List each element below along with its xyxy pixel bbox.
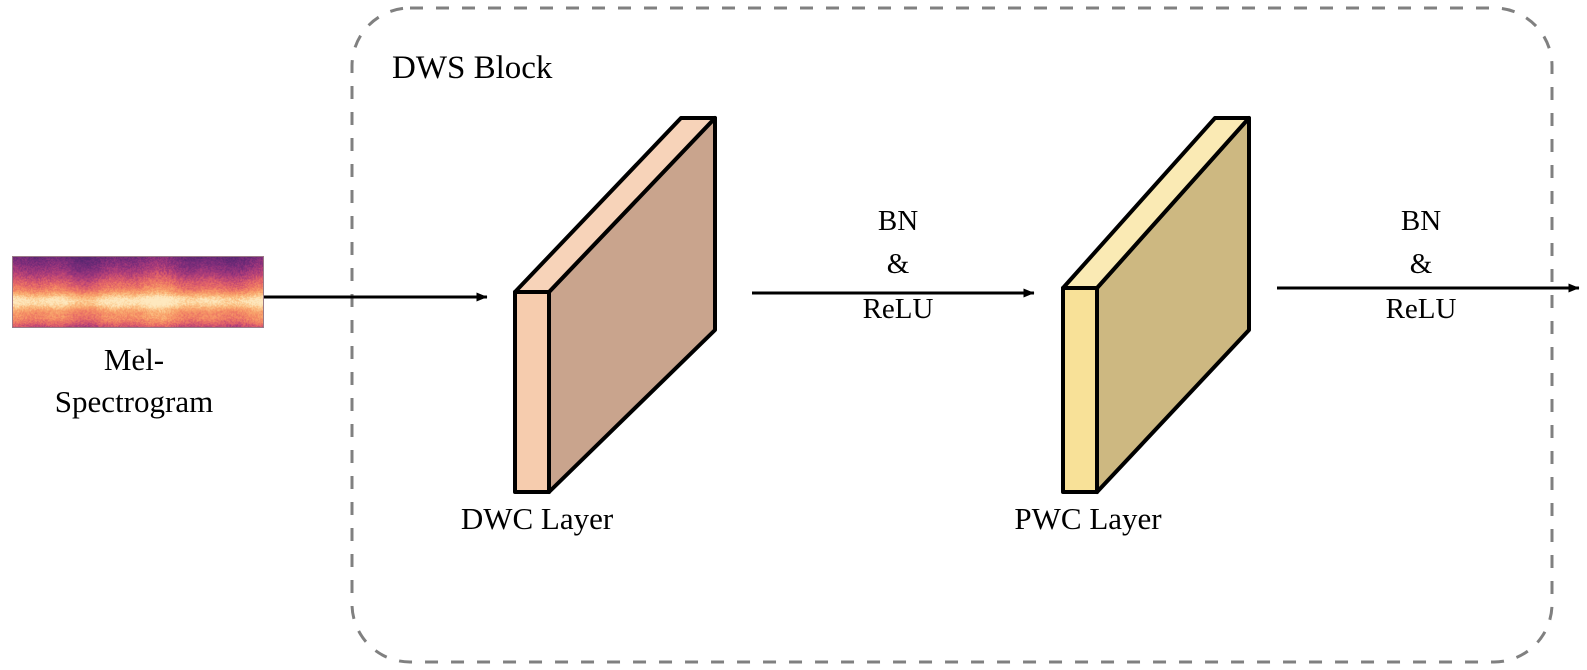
mel-spectrogram-label-line2: Spectrogram: [54, 384, 214, 419]
dws-block-container: [350, 6, 1554, 664]
dwc-layer-label: DWC Layer: [460, 501, 614, 536]
arrow2-label-ampersand: &: [1409, 248, 1433, 280]
pwc-layer-label: PWC Layer: [1014, 501, 1162, 536]
dws-block-title: DWS Block: [392, 50, 553, 86]
mel-spectrogram-label-line1: Mel-: [103, 342, 165, 377]
arrow2-label-relu: ReLU: [1385, 293, 1457, 325]
pwc-layer-shape: [1061, 116, 1251, 494]
mel-spectrogram-canvas: [13, 257, 263, 327]
arrow1-label-bn: BN: [877, 205, 919, 237]
dwc-layer-front-face: [513, 290, 551, 494]
arrow2-label-bn: BN: [1400, 205, 1442, 237]
arrow1-label-ampersand: &: [886, 248, 910, 280]
arrow1-label-relu: ReLU: [862, 293, 934, 325]
pwc-layer-front-face: [1061, 286, 1099, 494]
mel-spectrogram-image: [12, 256, 264, 328]
dwc-layer-shape: [513, 116, 717, 494]
